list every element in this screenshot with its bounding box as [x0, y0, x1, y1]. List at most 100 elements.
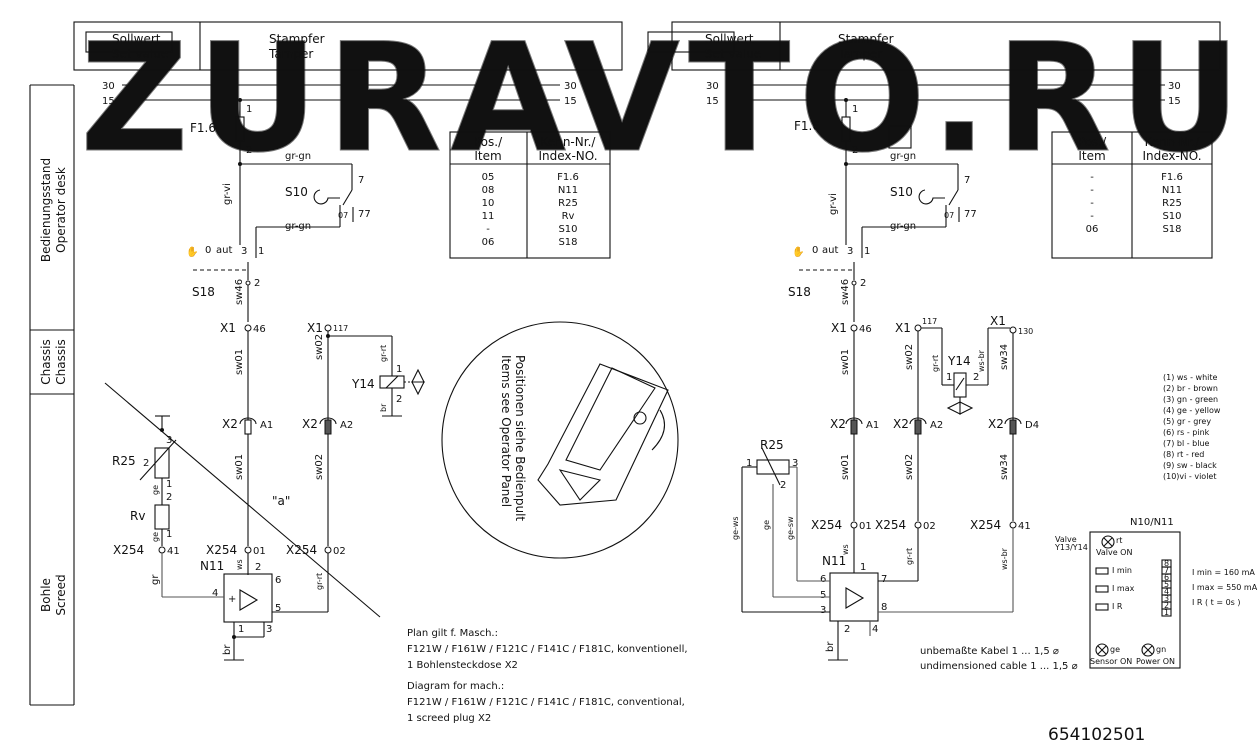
svg-text:2: 2	[246, 145, 252, 156]
table-cell-index: S18	[1162, 224, 1181, 235]
table-cell-pos: -	[1090, 198, 1094, 209]
power-on-lamp: gn Power ON	[1136, 643, 1175, 666]
svg-text:F121W / F161W / F121C / F141C: F121W / F161W / F121C / F141C / F181C, c…	[407, 697, 685, 708]
svg-text:gr-rt: gr-rt	[379, 345, 388, 362]
svg-text:A2: A2	[340, 420, 353, 431]
valve-coil-y14-right	[953, 372, 967, 398]
svg-text:X254: X254	[970, 518, 1001, 532]
table-cell-pos: 06	[1086, 224, 1099, 235]
svg-text:unbemaßte Kabel 1 ... 1,5 ⌀: unbemaßte Kabel 1 ... 1,5 ⌀	[920, 646, 1059, 657]
svg-text:ge: ge	[151, 532, 160, 542]
svg-text:sw34: sw34	[999, 344, 1010, 370]
svg-text:X254: X254	[875, 518, 906, 532]
svg-text:5: 5	[275, 603, 281, 614]
svg-text:ge-ws: ge-ws	[731, 516, 740, 540]
pin-number: 8	[1164, 559, 1169, 568]
sensor-on-lamp: ge Sensor ON	[1090, 643, 1132, 666]
pin-number: 4	[1164, 587, 1169, 596]
table-cell-index: N11	[1162, 185, 1182, 196]
svg-text:S10: S10	[890, 185, 913, 199]
svg-text:Kenn-Nr./: Kenn-Nr./	[541, 135, 597, 149]
svg-text:4: 4	[872, 624, 878, 635]
svg-text:X254: X254	[206, 543, 237, 557]
pot-r25-right	[756, 459, 790, 475]
svg-text:✋: ✋	[792, 245, 804, 258]
table-cell-index: S10	[558, 224, 577, 235]
watermark: ZURAVTO.RU	[80, 12, 1249, 187]
svg-text:sw02: sw02	[904, 454, 915, 480]
svg-text:S18: S18	[788, 285, 811, 299]
svg-text:S18: S18	[192, 285, 215, 299]
svg-text:Plan gilt f. Masch.:: Plan gilt f. Masch.:	[407, 628, 498, 639]
svg-text:2: 2	[860, 278, 866, 289]
svg-text:Index-NO.: Index-NO.	[538, 149, 597, 163]
svg-text:Positionen siehe Bedienpult: Positionen siehe Bedienpult	[513, 355, 527, 521]
svg-text:30: 30	[1168, 81, 1181, 92]
svg-text:ws-br: ws-br	[1000, 547, 1009, 570]
svg-text:X254: X254	[811, 518, 842, 532]
zone-chassis: Chassis Chassis	[39, 339, 68, 384]
table-cell-pos: 11	[482, 211, 495, 222]
svg-text:gr-vi: gr-vi	[222, 183, 233, 205]
svg-text:gr-gn: gr-gn	[285, 221, 311, 232]
legend-entry: (2) br - brown	[1163, 384, 1218, 393]
pin-number: 5	[1164, 580, 1169, 589]
svg-text:46: 46	[253, 324, 266, 335]
svg-text:gn: gn	[1156, 645, 1166, 654]
svg-text:X2: X2	[302, 417, 318, 431]
header-right: Sollwert Set value Stampfer Tamper	[647, 21, 1221, 71]
svg-text:2: 2	[255, 562, 261, 573]
svg-text:1 Bohlensteckdose X2: 1 Bohlensteckdose X2	[407, 660, 518, 671]
svg-text:sw02: sw02	[314, 454, 325, 480]
svg-text:undimensioned cable 1 ... 1,5: undimensioned cable 1 ... 1,5 ⌀	[920, 661, 1078, 672]
svg-text:01: 01	[859, 521, 872, 532]
svg-text:Y13/Y14: Y13/Y14	[1054, 543, 1088, 552]
svg-text:Pos./: Pos./	[474, 135, 503, 149]
svg-text:Power ON: Power ON	[1136, 657, 1175, 666]
legend-entry: (6) rs - pink	[1163, 428, 1210, 437]
svg-text:Sollwert: Sollwert	[112, 32, 161, 46]
svg-text:rt: rt	[1116, 536, 1122, 545]
color-legend: (1) ws - white(2) br - brown(3) gn - gre…	[1163, 373, 1221, 481]
svg-text:sw02: sw02	[314, 334, 325, 360]
svg-text:Tamper: Tamper	[837, 47, 882, 61]
svg-text:Chassis: Chassis	[39, 339, 53, 384]
svg-text:sw02: sw02	[904, 344, 915, 370]
svg-text:Operator desk: Operator desk	[54, 167, 68, 253]
svg-text:I min: I min	[1112, 566, 1132, 575]
resistor-rv	[154, 504, 170, 530]
svg-text:30: 30	[706, 81, 719, 92]
svg-text:br: br	[222, 644, 233, 655]
svg-text:"a": "a"	[272, 494, 290, 508]
table-cell-index: Rv	[562, 211, 575, 222]
svg-text:N11: N11	[822, 554, 846, 568]
svg-text:ZURAVTO.RU: ZURAVTO.RU	[80, 12, 1249, 186]
svg-text:01: 01	[253, 546, 266, 557]
svg-text:✋: ✋	[186, 245, 198, 258]
svg-text:I max = 550 mA: I max = 550 mA	[1192, 583, 1258, 592]
svg-text:2: 2	[143, 458, 149, 469]
svg-text:br: br	[825, 641, 836, 652]
table-cell-pos: 06	[482, 237, 495, 248]
amp-n11-right	[829, 572, 879, 622]
svg-text:ws: ws	[235, 559, 244, 570]
pin-number: 6	[1164, 573, 1169, 582]
table-cell-pos: -	[1090, 172, 1094, 183]
svg-text:gr: gr	[150, 574, 161, 585]
table-cell-index: S18	[558, 237, 577, 248]
svg-text:0: 0	[812, 245, 818, 256]
svg-text:X1: X1	[895, 321, 911, 335]
svg-text:02: 02	[923, 521, 936, 532]
svg-text:Bedienungsstand: Bedienungsstand	[39, 158, 53, 262]
amp-n11	[223, 573, 273, 623]
svg-text:Diagram for mach.:: Diagram for mach.:	[407, 681, 504, 692]
svg-text:Valve: Valve	[1055, 535, 1077, 544]
svg-text:ge-sw: ge-sw	[786, 516, 795, 540]
svg-text:+: +	[228, 594, 236, 605]
svg-text:sw01: sw01	[840, 349, 851, 375]
svg-text:ws-br: ws-br	[977, 349, 986, 372]
svg-text:Y14: Y14	[351, 377, 375, 391]
pin-cell	[1161, 608, 1172, 617]
svg-text:N11: N11	[200, 559, 224, 573]
svg-text:A2: A2	[930, 420, 943, 431]
